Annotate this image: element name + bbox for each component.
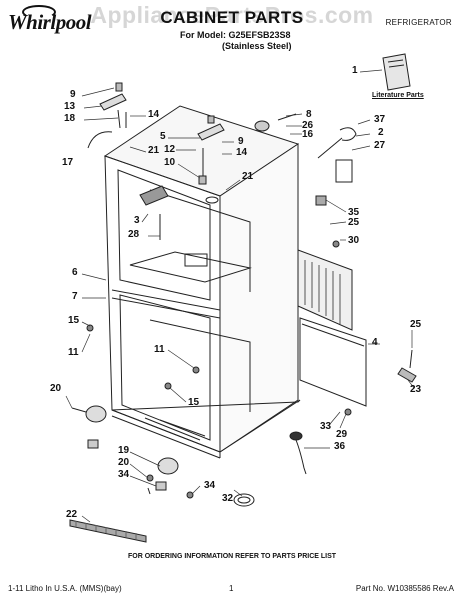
- callout-17: 17: [62, 157, 74, 168]
- screw-parts: [86, 240, 352, 499]
- right-top-parts: [254, 113, 357, 206]
- callout-27: 27: [374, 140, 386, 151]
- callout-21: 21: [148, 145, 160, 156]
- callout-36: 36: [334, 441, 346, 452]
- callout-25: 25: [410, 319, 422, 330]
- watermark: AppliancePartsPros.com: [90, 2, 374, 28]
- callout-23: 23: [410, 384, 422, 395]
- kick-panel: [299, 317, 367, 407]
- callout-15: 15: [188, 397, 200, 408]
- callout-30: 30: [348, 235, 360, 246]
- plug-button: [233, 493, 255, 507]
- callout-20: 20: [118, 457, 130, 468]
- logo-swirl-icon: [22, 5, 56, 19]
- callout-21: 21: [242, 171, 254, 182]
- callout-14: 14: [236, 147, 248, 158]
- callout-16: 16: [302, 129, 314, 140]
- category-label: REFRIGERATOR: [385, 18, 452, 27]
- roller-assembly-right: [147, 457, 179, 495]
- page-title: CABINET PARTS: [160, 8, 304, 27]
- base-grille: [69, 519, 147, 543]
- callout-2: 2: [378, 127, 384, 138]
- print-info: 1-11 Litho In U.S.A. (MMS)(bay): [8, 584, 122, 593]
- leveling-leg: [397, 349, 417, 383]
- part-number: Part No. W10385586 Rev.A: [355, 584, 454, 593]
- brand-logo: Whirlpool: [8, 5, 92, 35]
- roller-assembly-left: [71, 405, 107, 449]
- callout-33: 33: [320, 421, 332, 432]
- callout-29: 29: [336, 429, 348, 440]
- callout-10: 10: [164, 157, 176, 168]
- callout-9: 9: [70, 89, 76, 100]
- callout-25: 25: [348, 217, 360, 228]
- callout-4: 4: [372, 337, 378, 348]
- callout-11: 11: [154, 344, 165, 355]
- callout-1: 1: [352, 65, 358, 76]
- top-hinge-left: [87, 82, 127, 149]
- page-number: 1: [229, 584, 234, 593]
- callout-3: 3: [134, 215, 140, 226]
- callout-32: 32: [222, 493, 234, 504]
- cabinet-body: [103, 105, 301, 459]
- callout-6: 6: [72, 267, 78, 278]
- callout-22: 22: [66, 509, 78, 520]
- callout-35: 35: [348, 207, 360, 218]
- callout-18: 18: [64, 113, 76, 124]
- callout-9: 9: [238, 136, 244, 147]
- callout-13: 13: [64, 101, 76, 112]
- callout-12: 12: [164, 144, 176, 155]
- callout-28: 28: [128, 229, 140, 240]
- callout-26: 26: [302, 120, 314, 131]
- callout-5: 5: [160, 131, 166, 142]
- ordering-note: FOR ORDERING INFORMATION REFER TO PARTS …: [127, 553, 337, 560]
- callout-8: 8: [306, 109, 312, 120]
- drain-tube: [289, 431, 307, 475]
- literature-booklet-icon: [382, 53, 411, 91]
- callout-11: 11: [68, 347, 79, 358]
- model-line: For Model: G25EFSB23S8: [180, 30, 291, 40]
- callout-20: 20: [50, 383, 62, 394]
- literature-parts-label: Literature Parts: [372, 92, 424, 99]
- callout-34: 34: [118, 469, 130, 480]
- callout-37: 37: [374, 114, 386, 125]
- callout-19: 19: [118, 445, 130, 456]
- callout-14: 14: [148, 109, 160, 120]
- callout-15: 15: [68, 315, 80, 326]
- condenser-grille: [297, 249, 353, 331]
- callout-34: 34: [204, 480, 216, 491]
- finish-line: (Stainless Steel): [222, 41, 292, 51]
- callout-7: 7: [72, 291, 78, 302]
- top-hinge-center: [197, 115, 225, 204]
- control-housing: [139, 185, 169, 240]
